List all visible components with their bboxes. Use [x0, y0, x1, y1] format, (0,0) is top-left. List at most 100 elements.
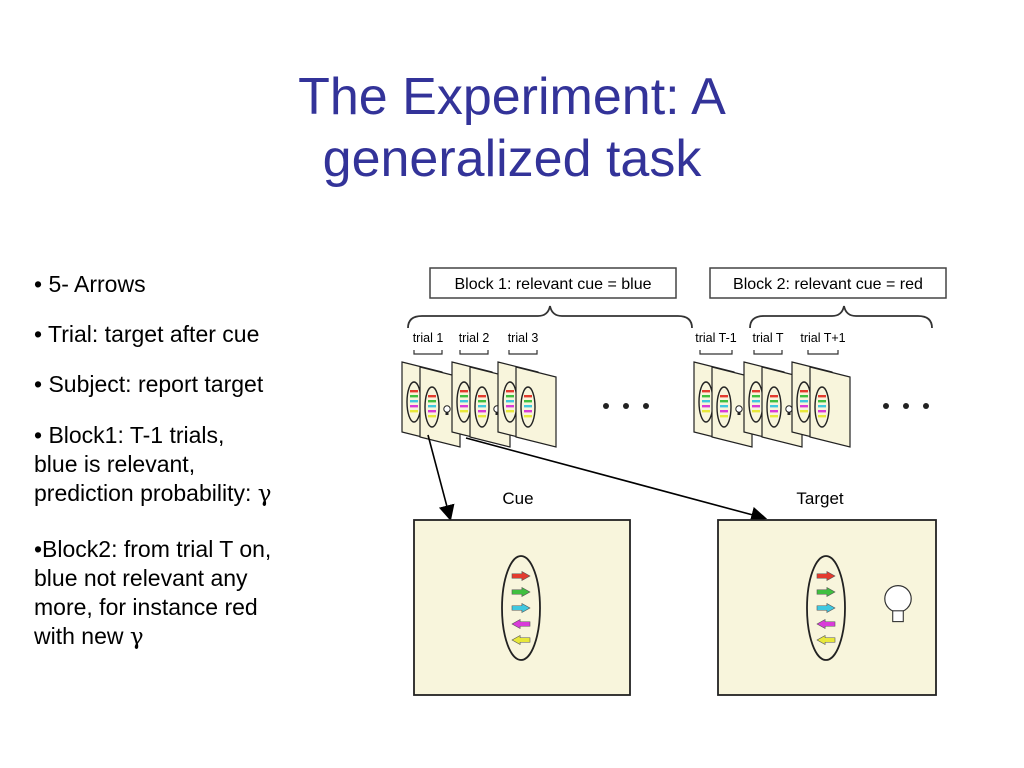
trial-label: trial T [752, 331, 783, 345]
mini-arrow [460, 410, 468, 413]
cue-oval [520, 386, 536, 428]
mini-arrow [524, 400, 532, 403]
bullet-block1-line3: prediction probability: [34, 480, 258, 506]
cue-panel [413, 519, 631, 696]
mini-arrow [506, 395, 514, 398]
mini-arrow [428, 400, 436, 403]
block2-trial-stack [693, 361, 851, 448]
bullet-block2-line2: blue not relevant any [34, 565, 248, 591]
mini-arrow [428, 405, 436, 408]
light-bulb-base [892, 610, 904, 623]
block1-brace [407, 305, 693, 329]
cue-connector-arrow [427, 434, 455, 522]
mini-arrow [478, 415, 486, 418]
mini-arrow [506, 390, 514, 393]
cue-oval [501, 555, 541, 661]
mini-arrow [800, 390, 808, 393]
mini-arrow [770, 400, 778, 403]
bullet-block2-line4: with new [34, 623, 130, 649]
mini-arrow [702, 410, 710, 413]
light-bulb-base [445, 412, 449, 415]
cue-oval [716, 386, 732, 428]
title-line-2: generalized task [322, 130, 702, 188]
mini-arrow [752, 405, 760, 408]
mini-arrow [800, 395, 808, 398]
cue-oval [424, 386, 440, 428]
mini-arrow [720, 400, 728, 403]
mini-arrow [702, 400, 710, 403]
light-bulb-icon [735, 405, 743, 413]
ellipsis-dots [603, 403, 929, 409]
bullet-subject: • Subject: report target [34, 370, 344, 399]
mini-arrow [752, 395, 760, 398]
block1-label-box: Block 1: relevant cue = blue [429, 267, 677, 299]
mini-arrow [800, 410, 808, 413]
mini-arrow [460, 395, 468, 398]
cue-oval [814, 386, 830, 428]
mini-arrow [410, 395, 418, 398]
mini-arrow [818, 405, 826, 408]
gamma-symbol: γ [257, 481, 272, 507]
block2-label-box: Block 2: relevant cue = red [709, 267, 947, 299]
block2-label: Block 2: relevant cue = red [733, 276, 923, 293]
bullet-block1: • Block1: T-1 trials, blue is relevant, … [34, 421, 344, 509]
mini-arrow [428, 410, 436, 413]
mini-arrow [460, 405, 468, 408]
light-bulb-base [787, 412, 791, 415]
mini-arrow [720, 415, 728, 418]
cue-oval [766, 386, 782, 428]
slide-title: The Experiment: A generalized task [0, 66, 1024, 190]
target-connector-arrow [465, 437, 768, 523]
mini-arrow [752, 390, 760, 393]
mini-arrow [506, 400, 514, 403]
light-bulb-base [737, 412, 741, 415]
bullet-trial: • Trial: target after cue [34, 320, 344, 349]
colored-arrow-icon [511, 570, 531, 582]
trial-card [515, 366, 557, 448]
mini-arrow [524, 410, 532, 413]
trial-label: trial T+1 [800, 331, 845, 345]
mini-arrow [478, 405, 486, 408]
mini-arrow [720, 405, 728, 408]
trial-card [809, 366, 851, 448]
mini-arrow [478, 395, 486, 398]
colored-arrow-icon [511, 586, 531, 598]
colored-arrow-icon [816, 586, 836, 598]
trial-brackets [413, 350, 839, 355]
colored-arrow-icon [816, 634, 836, 646]
target-panel [717, 519, 937, 696]
light-bulb-icon [884, 584, 912, 613]
mini-arrow [800, 400, 808, 403]
gamma-symbol: γ [129, 624, 144, 650]
mini-arrow [702, 390, 710, 393]
cue-label: Cue [502, 489, 533, 508]
mini-arrow [818, 410, 826, 413]
trial-label: trial T-1 [695, 331, 736, 345]
mini-arrow [720, 410, 728, 413]
mini-arrow [770, 410, 778, 413]
mini-arrow [752, 410, 760, 413]
bullet-block2: •Block2: from trial T on, blue not relev… [34, 535, 344, 652]
bullet-arrows-text: • 5- Arrows [34, 271, 146, 297]
mini-arrow [524, 405, 532, 408]
mini-arrow [478, 410, 486, 413]
mini-arrow [770, 395, 778, 398]
target-label: Target [796, 489, 844, 508]
cue-oval [474, 386, 490, 428]
title-line-1: The Experiment: A [298, 68, 726, 126]
mini-arrow [506, 410, 514, 413]
mini-arrow [410, 405, 418, 408]
experiment-diagram: Block 1: relevant cue = blue Block 2: re… [401, 267, 947, 696]
mini-arrow [818, 395, 826, 398]
mini-arrow [460, 390, 468, 393]
bullet-block2-line3: more, for instance red [34, 594, 258, 620]
bullet-list: • 5- Arrows • Trial: target after cue • … [34, 270, 344, 674]
target-oval [806, 555, 846, 661]
mini-arrow [818, 415, 826, 418]
mini-arrow [752, 400, 760, 403]
bullet-block1-line2: blue is relevant, [34, 451, 196, 477]
light-bulb-icon [785, 405, 793, 413]
light-bulb-base [495, 412, 499, 415]
bullet-subject-text: • Subject: report target [34, 371, 264, 397]
trial-label: trial 1 [413, 331, 444, 345]
